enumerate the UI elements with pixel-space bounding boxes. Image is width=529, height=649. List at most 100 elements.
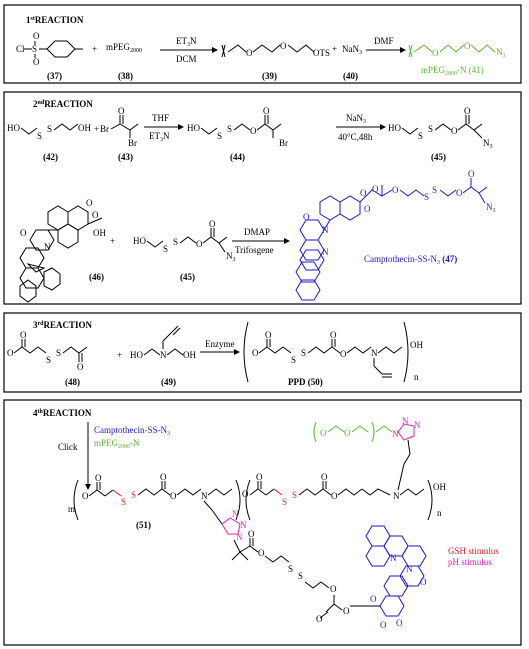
compound-39-structure: O O OTS (221, 41, 330, 58)
svg-text:N: N (160, 350, 167, 360)
reaction-2-panel: 2ndREACTION HO S S OH (42) + Br O Br (43… (3, 91, 522, 305)
svg-text:O: O (33, 57, 40, 67)
dmf-label: DMF (374, 36, 394, 46)
svg-text:OH: OH (93, 228, 106, 238)
svg-text:+: + (94, 124, 99, 134)
panel-4-frame (3, 399, 522, 646)
svg-text:O: O (33, 31, 40, 41)
reaction-3-panel: 3rdREACTION O O S S O (48) + HO N OH (3, 312, 522, 393)
compound-42-structure: HO S S OH (7, 123, 91, 141)
svg-text:N3: N3 (226, 251, 236, 263)
svg-text:m: m (68, 504, 75, 514)
svg-text:O: O (360, 188, 367, 198)
compound-38-label: (38) (118, 71, 133, 81)
svg-text:S: S (47, 124, 52, 134)
svg-text:O: O (118, 106, 125, 116)
svg-text:S: S (46, 355, 51, 365)
svg-text:N: N (322, 225, 329, 235)
svg-text:N3: N3 (486, 202, 496, 214)
compound-42-label: (42) (43, 152, 58, 162)
svg-text:n: n (437, 508, 442, 518)
svg-text:S: S (418, 131, 423, 141)
svg-text:O: O (196, 239, 203, 249)
svg-text:O: O (330, 330, 337, 340)
svg-text:O: O (343, 606, 350, 616)
svg-text:O: O (242, 489, 249, 499)
svg-text:S: S (282, 497, 287, 507)
enzyme-label: Enzyme (205, 339, 235, 349)
condition-label: 40°C,48h (338, 132, 373, 142)
svg-text:S: S (131, 490, 136, 500)
svg-text:O: O (464, 41, 471, 51)
svg-text:HO: HO (187, 123, 200, 133)
svg-text:O: O (92, 210, 99, 220)
reaction-1-title: 1stREACTION (26, 15, 84, 25)
svg-text:S: S (227, 124, 232, 134)
svg-text:n: n (414, 372, 419, 382)
compound-44-label: (44) (230, 152, 245, 162)
thf-label: THF (152, 113, 169, 123)
svg-text:O: O (82, 491, 89, 501)
svg-text:S: S (32, 44, 37, 54)
tosyl-chloride-structure: Cl S O O (16, 31, 83, 67)
svg-text:N: N (232, 509, 239, 519)
svg-text:O: O (170, 491, 177, 501)
et3n-label: ET3N (176, 36, 197, 48)
svg-text:S: S (424, 192, 429, 202)
compound-46-label: (46) (89, 272, 104, 282)
svg-text:O: O (20, 330, 27, 340)
svg-text:S: S (292, 490, 297, 500)
svg-text:N: N (371, 348, 378, 358)
svg-text:O: O (252, 348, 259, 358)
svg-text:O: O (451, 126, 458, 136)
click-label: Click (58, 442, 78, 452)
svg-text:S: S (301, 348, 306, 358)
svg-text:O: O (160, 472, 167, 482)
compound-41-structure: O O N3 (408, 41, 506, 59)
compound-40-label: (40) (343, 71, 358, 81)
svg-text:OH: OH (433, 482, 446, 492)
svg-text:N: N (406, 564, 413, 574)
reagent-mpeg-label: mPEG2000-N (94, 438, 140, 450)
compound-48-label: (48) (65, 377, 80, 387)
svg-text:O: O (86, 198, 93, 208)
svg-text:O: O (392, 185, 399, 195)
compound-50-structure: O O S S O O N OH n (243, 321, 423, 383)
svg-text:N: N (44, 242, 51, 252)
svg-text:S: S (291, 355, 296, 365)
svg-text:N: N (240, 520, 247, 530)
svg-text:O: O (330, 584, 337, 594)
svg-text:O: O (250, 126, 257, 136)
svg-text:Br: Br (279, 138, 288, 148)
svg-text:O: O (280, 41, 287, 51)
svg-text:HO: HO (7, 123, 20, 133)
compound-41-label: mPEG2000-N (41) (421, 65, 484, 77)
reaction-2-title: 2ndREACTION (33, 99, 93, 109)
svg-text:S: S (288, 564, 293, 574)
svg-text:O: O (396, 618, 403, 628)
compound-43-structure: Br O Br (100, 106, 139, 148)
svg-text:O: O (364, 204, 371, 214)
svg-text:O: O (263, 106, 270, 116)
svg-text:OH: OH (410, 340, 423, 350)
svg-text:O: O (246, 48, 253, 58)
svg-text:S: S (163, 244, 168, 254)
reaction-4-panel: 4thREACTION Click Camptothecin-SS-N3 mPE… (3, 399, 522, 646)
peg-triazole-arm: O O N N N (313, 416, 421, 465)
svg-text:O: O (370, 594, 377, 604)
panel-1-frame (3, 4, 522, 84)
svg-text:S: S (298, 571, 303, 581)
svg-text:N: N (393, 491, 400, 501)
svg-text:S: S (217, 131, 222, 141)
compound-39-label: (39) (262, 71, 277, 81)
compound-51-label: (51) (136, 520, 151, 530)
svg-text:O: O (256, 472, 263, 482)
reagent-camptothecin-label: Camptothecin-SS-N3 (94, 425, 170, 437)
svg-text:O: O (248, 529, 255, 539)
compound-44-structure: HO S S O O Br (187, 106, 288, 148)
svg-text:O: O (20, 228, 27, 238)
panel-2-frame (3, 91, 522, 305)
svg-text:+: + (117, 350, 122, 360)
compound-48-structure: O O S S O (7, 330, 88, 372)
